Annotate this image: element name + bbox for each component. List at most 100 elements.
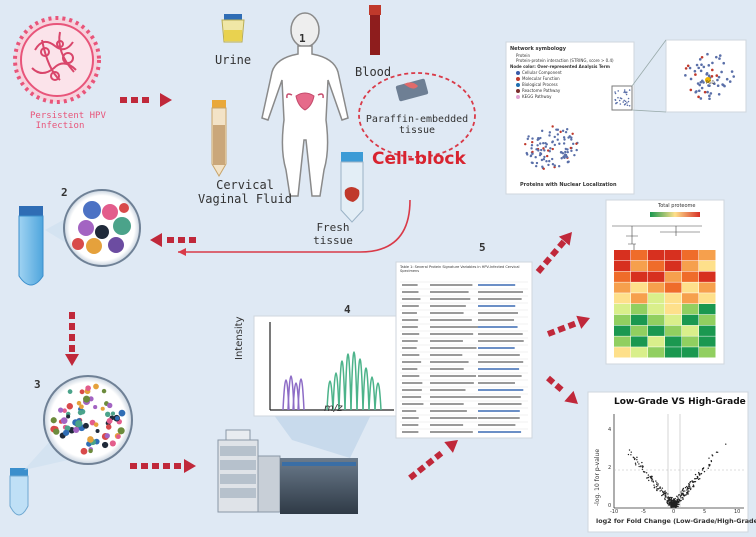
protein-dot bbox=[62, 429, 70, 436]
network-node bbox=[697, 95, 700, 99]
table-cell-text bbox=[430, 424, 464, 426]
volcano-point bbox=[698, 473, 700, 475]
volcano-xtick: 5 bbox=[703, 509, 707, 515]
network-node bbox=[625, 93, 628, 96]
ms-peak bbox=[344, 353, 352, 411]
volcano-point bbox=[680, 493, 683, 495]
table-cell-text bbox=[402, 354, 420, 356]
arrow-dash bbox=[546, 328, 556, 337]
volcano-point bbox=[638, 463, 640, 465]
network-node bbox=[628, 89, 631, 91]
protein-dot bbox=[105, 411, 111, 417]
arrow-dash bbox=[189, 237, 196, 243]
network-node bbox=[551, 147, 554, 151]
ms-peak bbox=[338, 360, 346, 411]
arrow-dash bbox=[557, 324, 566, 333]
volcano-point bbox=[651, 478, 654, 480]
protein-dot bbox=[118, 409, 126, 417]
table-cell-text bbox=[430, 403, 464, 405]
network-node bbox=[732, 75, 736, 78]
network-node bbox=[697, 89, 701, 93]
network-node bbox=[708, 97, 711, 101]
table-cell-text bbox=[478, 340, 524, 342]
heatmap-cell bbox=[648, 282, 665, 293]
term-label: KEGG Pathway bbox=[522, 94, 552, 99]
table-cell-text bbox=[430, 354, 463, 356]
protein-dot bbox=[110, 411, 116, 416]
volcano-point bbox=[666, 500, 668, 502]
network-node bbox=[702, 81, 705, 84]
heatmap-cell bbox=[648, 336, 665, 347]
arrow-dash bbox=[408, 471, 418, 481]
network-node bbox=[538, 153, 542, 157]
network-node bbox=[624, 91, 627, 94]
arrow-dash bbox=[142, 97, 149, 103]
heatmap-cell bbox=[614, 260, 631, 272]
network-node bbox=[700, 63, 703, 66]
volcano-point bbox=[652, 480, 654, 482]
volcano-point bbox=[700, 472, 703, 475]
cervical-label-line2: Vaginal Fluid bbox=[198, 192, 292, 206]
table-cell-text bbox=[430, 396, 480, 398]
network-node bbox=[556, 133, 560, 136]
network-node bbox=[540, 129, 544, 133]
network-node bbox=[730, 70, 734, 73]
network-node bbox=[530, 144, 534, 147]
table-cell-text bbox=[402, 375, 420, 377]
cervical-label: Cervical Vaginal Fluid bbox=[190, 178, 300, 206]
volcano-xtick: 10 bbox=[734, 509, 741, 515]
network-node bbox=[546, 149, 550, 152]
volcano-point bbox=[693, 485, 695, 487]
table-cell-text bbox=[402, 410, 417, 412]
protein-dot bbox=[87, 436, 94, 443]
table-cell-text bbox=[402, 396, 422, 398]
network-node bbox=[689, 77, 693, 81]
network-node bbox=[702, 65, 706, 69]
sample-tube-icon bbox=[18, 206, 44, 286]
heatmap-cell bbox=[665, 250, 682, 261]
arrow-dash bbox=[174, 463, 181, 469]
table-cell-text bbox=[402, 333, 420, 335]
volcano-title: Low-Grade VS High-Grade bbox=[614, 397, 746, 407]
protein-dot bbox=[64, 425, 71, 432]
volcano-point bbox=[638, 465, 640, 468]
network-node bbox=[540, 148, 543, 152]
volcano-point bbox=[672, 500, 675, 502]
volcano-point bbox=[689, 485, 691, 488]
network-node bbox=[693, 69, 697, 73]
protein-dot bbox=[62, 408, 67, 413]
arrow-dash bbox=[69, 323, 75, 330]
network-node bbox=[531, 152, 534, 156]
ms-xlabel: m/z bbox=[324, 403, 343, 414]
arrow-dash bbox=[130, 463, 137, 469]
network-term: Reactome Pathway bbox=[516, 88, 560, 93]
network-node bbox=[706, 52, 709, 56]
network-node bbox=[561, 152, 565, 155]
volcano-point bbox=[687, 493, 689, 495]
fresh-tissue-tube-icon bbox=[340, 152, 364, 223]
table-cell-text bbox=[402, 368, 418, 370]
step-5-label: 5 bbox=[479, 241, 486, 254]
volcano-point bbox=[659, 490, 661, 492]
volcano-point bbox=[665, 491, 667, 494]
volcano-point bbox=[663, 491, 666, 493]
heatmap-cell bbox=[665, 271, 682, 282]
heatmap-cell bbox=[682, 336, 699, 347]
volcano-point bbox=[675, 502, 678, 504]
volcano-point bbox=[676, 495, 678, 498]
network-node bbox=[557, 165, 561, 168]
network-node bbox=[544, 145, 547, 148]
network-node bbox=[526, 137, 529, 141]
network-node bbox=[558, 142, 561, 145]
table-cell-text bbox=[402, 326, 418, 328]
volcano-point bbox=[650, 475, 652, 478]
uterus-icon bbox=[286, 92, 324, 111]
table-cell-text bbox=[478, 291, 524, 293]
volcano-point bbox=[688, 483, 690, 486]
hpv-virus-icon bbox=[13, 16, 101, 104]
network-node bbox=[725, 77, 729, 81]
fresh-label-line2: tissue bbox=[313, 234, 353, 247]
network-node bbox=[697, 66, 701, 70]
volcano-point bbox=[678, 501, 680, 504]
network-node bbox=[561, 129, 565, 133]
